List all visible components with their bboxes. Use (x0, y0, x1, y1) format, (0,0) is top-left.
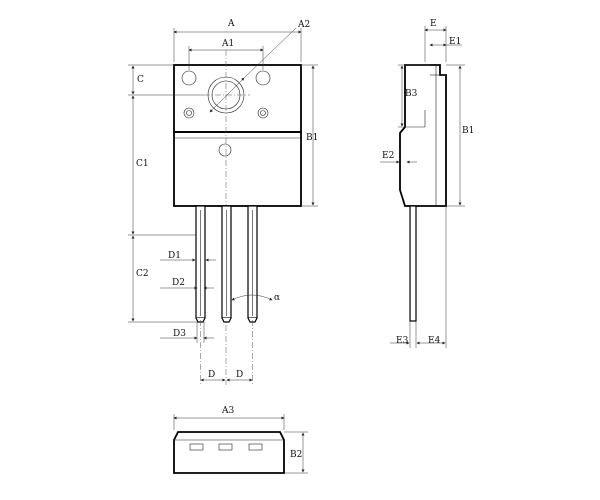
label-A: A (227, 19, 235, 29)
leads (195, 205, 258, 385)
bottom-view (173, 414, 308, 474)
label-C2: C2 (136, 269, 149, 279)
label-A2: A2 (297, 20, 310, 30)
label-E2: E2 (382, 151, 394, 161)
body-dimple (218, 143, 232, 157)
front-view (128, 27, 318, 385)
lead-slot-2 (218, 443, 233, 451)
rivet-right (257, 107, 269, 119)
label-D-right: D (236, 370, 243, 380)
label-E4: E4 (428, 336, 441, 346)
label-A3: A3 (221, 406, 234, 416)
front-tab (173, 64, 302, 133)
label-D-left: D (208, 370, 215, 380)
label-E3: E3 (396, 336, 409, 346)
label-E: E (430, 19, 437, 29)
label-A1: A1 (221, 39, 234, 49)
label-C: C (137, 75, 144, 85)
rivet-left (183, 107, 195, 119)
bottom-body (173, 431, 285, 474)
label-D3: D3 (173, 329, 186, 339)
front-body (173, 131, 302, 207)
label-D1: D1 (168, 251, 181, 261)
label-alpha: α (274, 293, 280, 303)
label-C1: C1 (136, 159, 149, 169)
label-B1-side: B1 (462, 126, 474, 136)
label-E1: E1 (449, 37, 461, 47)
label-B1-front: B1 (306, 133, 318, 143)
side-lead (409, 205, 417, 322)
lead-slot-1 (189, 443, 204, 451)
corner-hole-right (255, 70, 271, 86)
lead-slot-3 (248, 443, 263, 451)
corner-hole-left (181, 70, 197, 86)
label-D2: D2 (172, 278, 185, 288)
label-B3: B3 (405, 89, 418, 99)
side-body (399, 64, 447, 207)
side-view (380, 26, 465, 348)
label-B2: B2 (290, 450, 302, 460)
